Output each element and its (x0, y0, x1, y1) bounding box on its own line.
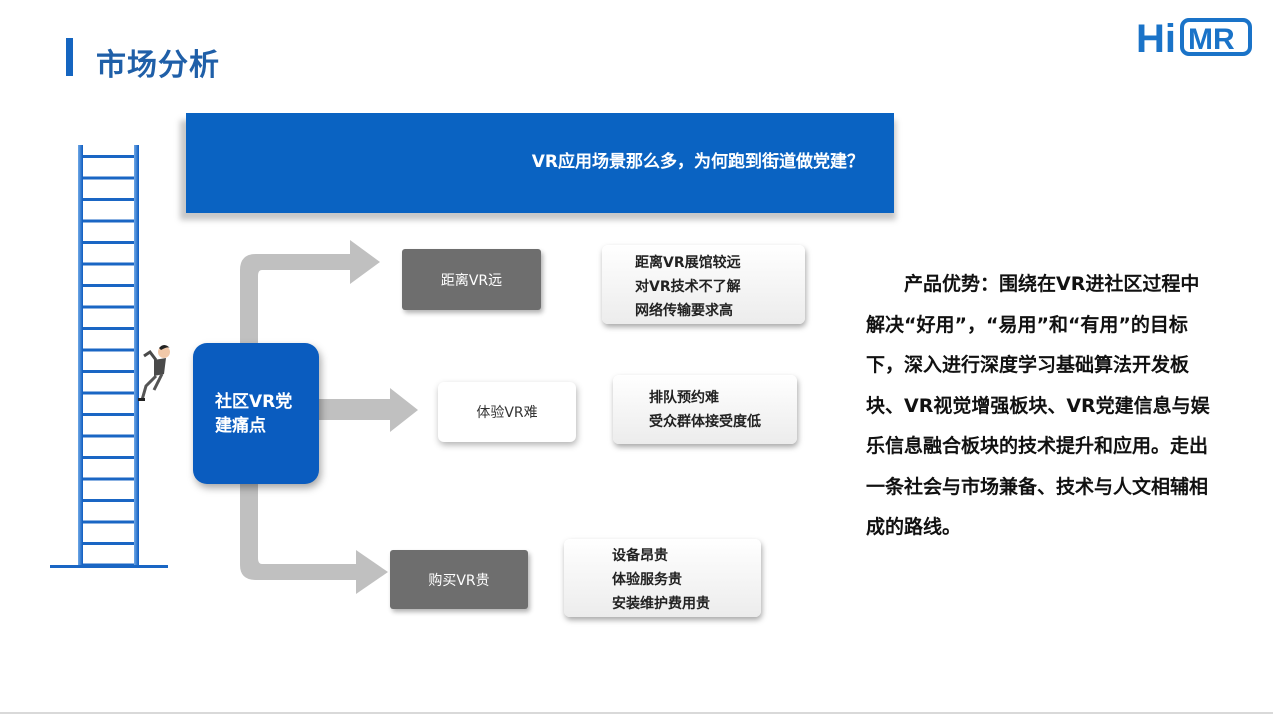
category-distance: 距离VR远 (402, 249, 541, 310)
ladder-rung (80, 456, 136, 459)
banner-question: VR应用场景那么多，为何跑到街道做党建？ (531, 152, 864, 172)
pain-points-box: 社区VR党 建痛点 (193, 343, 319, 484)
detail-item: 对VR技术不了解 (635, 279, 741, 295)
ladder-rung (80, 219, 136, 223)
climbing-person-icon (138, 345, 170, 401)
detail-item: 网络传输要求高 (635, 303, 733, 319)
svg-text:MR: MR (1188, 23, 1235, 56)
details-purchase: 设备昂贵 体验服务贵 安装维护费用贵 (564, 539, 761, 617)
title-accent-bar (66, 38, 73, 76)
ladder-rung (80, 284, 136, 287)
ladder-rung (80, 499, 136, 502)
ladder-rung (80, 155, 136, 158)
ladder-rung (80, 305, 136, 309)
details-experience: 排队预约难 受众群体接受度低 (613, 375, 797, 444)
ladder-rung (80, 434, 136, 438)
detail-item: 距离VR展馆较远 (635, 255, 741, 271)
ladder-rung (80, 198, 136, 201)
ladder-rung (80, 477, 136, 481)
svg-text:Hi: Hi (1136, 17, 1176, 58)
advantage-paragraph: 产品优势：围绕在VR进社区过程中解决“好用”，“易用”和“有用”的目标下，深入进… (866, 273, 1210, 538)
himr-logo: Hi MR (1136, 17, 1252, 58)
page-title: 市场分析 (96, 48, 220, 83)
ladder-rung (80, 370, 136, 373)
ladder-rung (80, 327, 136, 330)
ladder-rung (80, 391, 136, 395)
ladder-rung (80, 241, 136, 244)
ladder-rung (80, 413, 136, 416)
ladder-rung (80, 262, 136, 266)
question-banner: VR应用场景那么多，为何跑到街道做党建？ (186, 113, 894, 213)
ladder-icon (50, 145, 168, 568)
footer-divider (0, 712, 1273, 714)
ladder-rung (80, 542, 136, 545)
category-purchase: 购买VR贵 (390, 550, 528, 609)
category-experience: 体验VR难 (438, 382, 576, 442)
product-advantage-text: 产品优势：围绕在VR进社区过程中解决“好用”，“易用”和“有用”的目标下，深入进… (866, 264, 1210, 548)
details-distance: 距离VR展馆较远 对VR技术不了解 网络传输要求高 (602, 245, 805, 324)
detail-item: 体验服务贵 (612, 572, 682, 588)
ladder-rung (80, 348, 136, 352)
detail-item: 设备昂贵 (612, 548, 668, 564)
detail-item: 受众群体接受度低 (649, 414, 761, 430)
ladder-rung (80, 520, 136, 524)
detail-item: 排队预约难 (649, 390, 719, 406)
detail-item: 安装维护费用贵 (612, 596, 710, 612)
ladder-rung (80, 176, 136, 180)
